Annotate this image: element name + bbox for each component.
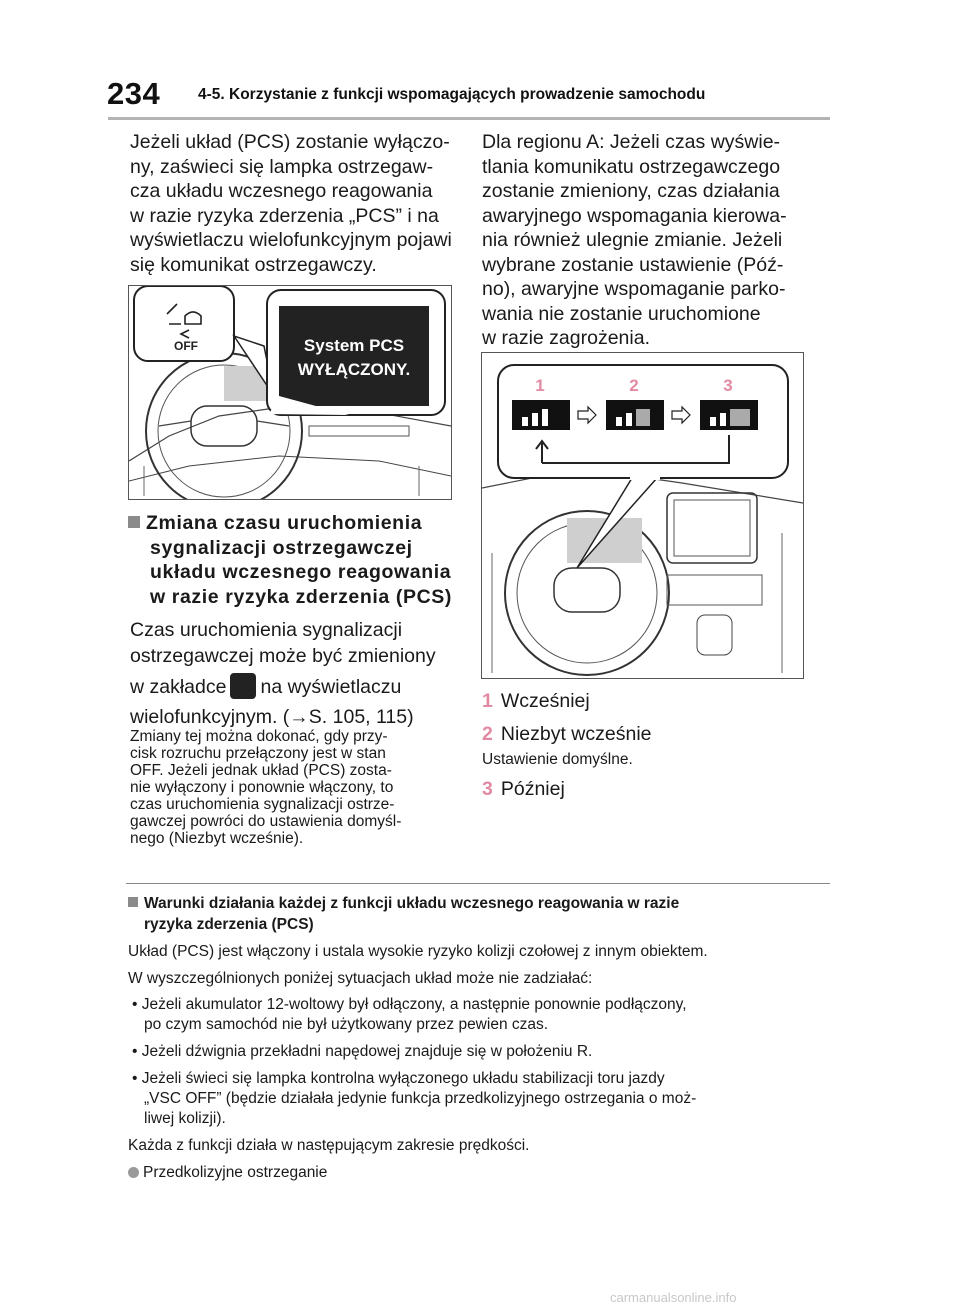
square-bullet-icon [128, 516, 140, 528]
screen-line-1: System PCS [304, 336, 404, 355]
header-rule [108, 117, 830, 120]
left-intro: Jeżeli układ (PCS) zostanie wyłączo- ny,… [130, 131, 452, 276]
section-separator [126, 883, 830, 884]
page-number: 234 [107, 76, 161, 111]
settings-gear-icon [230, 673, 257, 699]
left-body: Czas uruchomienia sygnalizacji ostrzegaw… [130, 619, 436, 728]
right-intro: Dla regionu A: Jeżeli czas wyświe- tlani… [482, 131, 787, 349]
default-note: Ustawienie domyślne. [482, 751, 633, 768]
page-title: 4-5. Korzystanie z funkcji wspomagającyc… [198, 86, 706, 103]
square-bullet-icon [128, 897, 138, 907]
timing-illustration: 1 2 3 [482, 364, 803, 676]
label-1: 1 [535, 376, 544, 395]
left-note: Zmiany tej można dokonać, gdy przy- cisk… [130, 728, 402, 847]
pcs-off-icon-text: OFF [174, 339, 198, 353]
figure-warning-timing: 1 2 3 [481, 352, 804, 679]
watermark: carmanualsonline.info [610, 1290, 737, 1305]
label-3: 3 [723, 376, 732, 395]
screen-line-2: WYŁĄCZONY. [298, 360, 410, 379]
label-2: 2 [629, 376, 638, 395]
dashboard-illustration: OFF System PCS WYŁĄCZONY. [129, 286, 451, 499]
section-heading: Zmiana czasu uruchomienia sygnalizacji o… [128, 511, 458, 609]
bottom-section: Warunki działania każdej z funkcji układ… [128, 895, 708, 1181]
round-bullet-icon [128, 1167, 139, 1178]
figure-pcs-off-dashboard: OFF System PCS WYŁĄCZONY. [128, 285, 452, 500]
